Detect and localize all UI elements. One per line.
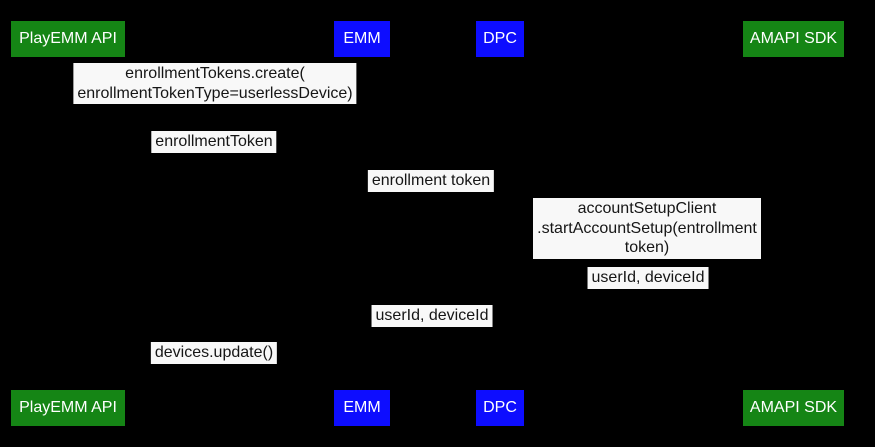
actor-label: DPC — [483, 30, 517, 47]
actor-label: DPC — [483, 399, 517, 416]
message-devices-update: devices.update() — [150, 342, 278, 364]
actor-label: AMAPI SDK — [749, 30, 838, 47]
message-enrollment-token-return: enrollmentToken — [151, 131, 277, 153]
message-start-account-setup: accountSetupClient .startAccountSetup(en… — [533, 198, 761, 259]
actor-label: EMM — [343, 30, 381, 47]
message-userid-deviceid-2: userId, deviceId — [371, 305, 493, 327]
actor-dpc-bottom: DPC — [476, 390, 524, 426]
actor-label: PlayEMM API — [19, 399, 117, 416]
actor-emm-bottom: EMM — [334, 390, 390, 426]
message-enrollment-token: enrollment token — [367, 170, 495, 192]
message-enrollment-tokens-create: enrollmentTokens.create( enrollmentToken… — [73, 63, 357, 104]
actor-amapi-sdk-bottom: AMAPI SDK — [743, 390, 844, 426]
actor-playemm-api-top: PlayEMM API — [11, 21, 125, 57]
actor-playemm-api-bottom: PlayEMM API — [11, 390, 125, 426]
actor-amapi-sdk-top: AMAPI SDK — [743, 21, 844, 57]
actor-label: EMM — [343, 399, 381, 416]
actor-emm-top: EMM — [334, 21, 390, 57]
actor-label: PlayEMM API — [19, 30, 117, 47]
actor-label: AMAPI SDK — [749, 399, 838, 416]
actor-dpc-top: DPC — [476, 21, 524, 57]
message-userid-deviceid-1: userId, deviceId — [587, 267, 709, 289]
